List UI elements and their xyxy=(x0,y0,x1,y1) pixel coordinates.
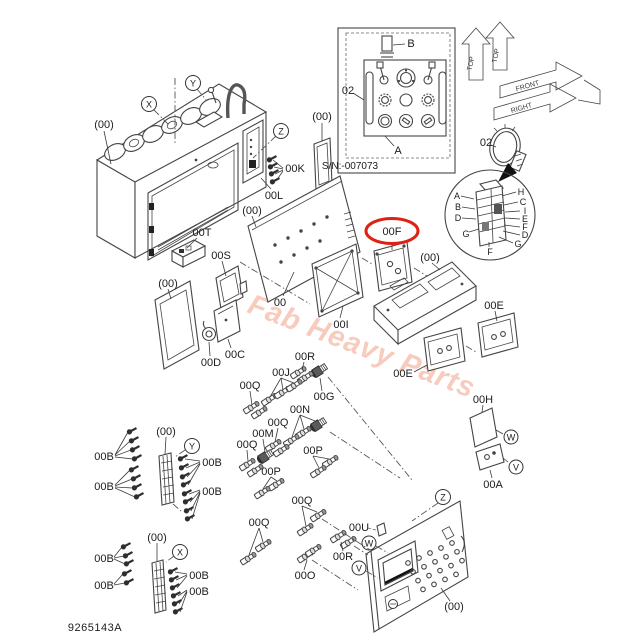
detail-letter-g1: G xyxy=(462,229,469,239)
axis-marker-y2: Y xyxy=(189,441,195,451)
detail-letter-g2: G xyxy=(514,239,521,249)
detail-letter-c: C xyxy=(520,197,527,207)
callout-02-clamp: 02 xyxy=(480,137,492,149)
callout-00q-3: 00Q xyxy=(237,439,258,451)
center-panels: (00) 00 (00) 00T 00S 00C 00D xyxy=(154,175,373,370)
callout-00t: 00T xyxy=(193,227,212,239)
axis-marker-x2: X xyxy=(177,547,183,557)
callout-00s: 00S xyxy=(211,250,231,262)
orientation-front: FRONT xyxy=(515,80,541,94)
callout-frame-00: (00) xyxy=(158,278,178,290)
detail-letter-b: B xyxy=(455,202,461,212)
detail-letter-d2: D xyxy=(522,230,529,240)
detail-letter-a: A xyxy=(454,191,460,201)
orientation-top-2: TOP xyxy=(492,48,502,64)
callout-sidepanel-00: (00) xyxy=(312,111,332,123)
detail-letter-e: E xyxy=(522,214,528,224)
callout-00p-1: 00P xyxy=(303,445,323,457)
hole-grid xyxy=(405,540,465,593)
serial-number: S/N:-007073 xyxy=(322,161,379,172)
callout-00b-x1: 00B xyxy=(94,553,114,565)
callout-b: B xyxy=(407,38,414,50)
callout-00a: 00A xyxy=(483,479,503,491)
callout-00b-x2: 00B xyxy=(94,580,114,592)
callout-00q-1: 00Q xyxy=(240,380,261,392)
callout-panel-00: (00) xyxy=(444,601,464,613)
callout-00h: 00H xyxy=(473,394,493,406)
callout-00b-y4: 00B xyxy=(202,486,222,498)
callout-00p-2: 00P xyxy=(261,466,281,478)
clamp-detail: 02 A B D G F H C I E F D G xyxy=(444,124,536,261)
callout-00: 00 xyxy=(274,297,286,309)
callout-00b-y1: 00B xyxy=(94,451,114,463)
bracket-pads: (00) 00E 00E xyxy=(373,252,519,380)
callout-00q-4: 00Q xyxy=(292,495,313,507)
drawing-number: 9265143A xyxy=(68,622,122,634)
orientation-right: RIGHT xyxy=(510,102,534,115)
callout-00b-x4: 00B xyxy=(189,586,209,598)
callout-00g: 00G xyxy=(314,391,335,403)
detail-letter-i: I xyxy=(524,206,527,216)
callout-00m: 00M xyxy=(252,428,273,440)
callout-00n: 00N xyxy=(290,404,310,416)
serial-inset: B 02 A S/N:-007073 xyxy=(322,27,456,174)
parts-00h-00a: 00H W V 00A xyxy=(469,394,524,491)
callout-00l: 00L xyxy=(265,190,283,202)
gauge-row xyxy=(104,86,224,161)
callout-00e-1: 00E xyxy=(393,368,413,380)
detail-letter-h: H xyxy=(518,187,525,197)
control-console: (00) X Y Z 00K 00L xyxy=(94,75,305,261)
axis-marker-v2: V xyxy=(356,563,362,573)
callout-00r-2: 00R xyxy=(333,551,353,563)
callout-00f-highlighted: 00F xyxy=(383,226,402,238)
terminal-strip-y: (00) Y 00B 00B 00B 00B xyxy=(94,425,222,523)
callout-00o: 00O xyxy=(295,570,316,582)
callout-00e-2: 00E xyxy=(484,300,504,312)
orientation-indicator: TOP TOP FRONT RIGHT xyxy=(461,21,601,121)
terminal-strip-x: (00) X 00B 00B 00B 00B xyxy=(94,532,209,616)
detail-letter-d1: D xyxy=(455,213,462,223)
axis-marker-z2: Z xyxy=(440,492,446,502)
display-panel: Z (00) 00U W V 00R xyxy=(329,489,469,633)
callout-02-inset: 02 xyxy=(342,85,354,97)
callout-00b-y2: 00B xyxy=(94,481,114,493)
axis-marker-z: Z xyxy=(278,126,284,136)
axis-marker-v1: V xyxy=(513,462,519,472)
callout-00c: 00C xyxy=(225,349,245,361)
callout-00j: 00J xyxy=(272,367,290,379)
orientation-top-1: TOP xyxy=(467,56,477,72)
callout-00r-1: 00R xyxy=(295,351,315,363)
callout-00b-x3: 00B xyxy=(189,570,209,582)
callout-bracket-00: (00) xyxy=(420,252,440,264)
callout-ystrip-00: (00) xyxy=(156,426,176,438)
callout-xstrip-00: (00) xyxy=(147,532,167,544)
side-panel: (00) xyxy=(312,111,333,191)
fastener-field: 00R 00G 00J 00Q 00N 00Q 00M 00Q 00P 00P … xyxy=(237,351,413,591)
axis-marker-w1: W xyxy=(507,432,516,442)
callout-a: A xyxy=(394,145,402,157)
callout-00b-y3: 00B xyxy=(202,457,222,469)
callout-00q-5: 00Q xyxy=(249,517,270,529)
callout-00k: 00K xyxy=(285,163,305,175)
highlight-ellipse xyxy=(364,217,420,245)
axis-marker-x: X xyxy=(146,99,152,109)
axis-marker-y: Y xyxy=(190,78,196,88)
callout-00i: 00I xyxy=(333,319,348,331)
callout-console-00: (00) xyxy=(94,119,114,131)
detail-letter-f2: F xyxy=(522,222,528,232)
callout-00q-2: 00Q xyxy=(268,417,289,429)
callout-backpanel-00: (00) xyxy=(242,205,262,217)
detail-letter-f1: F xyxy=(487,247,493,257)
callout-00u: 00U xyxy=(349,522,369,534)
axis-marker-w2: W xyxy=(365,538,374,548)
callout-00d: 00D xyxy=(201,357,221,369)
